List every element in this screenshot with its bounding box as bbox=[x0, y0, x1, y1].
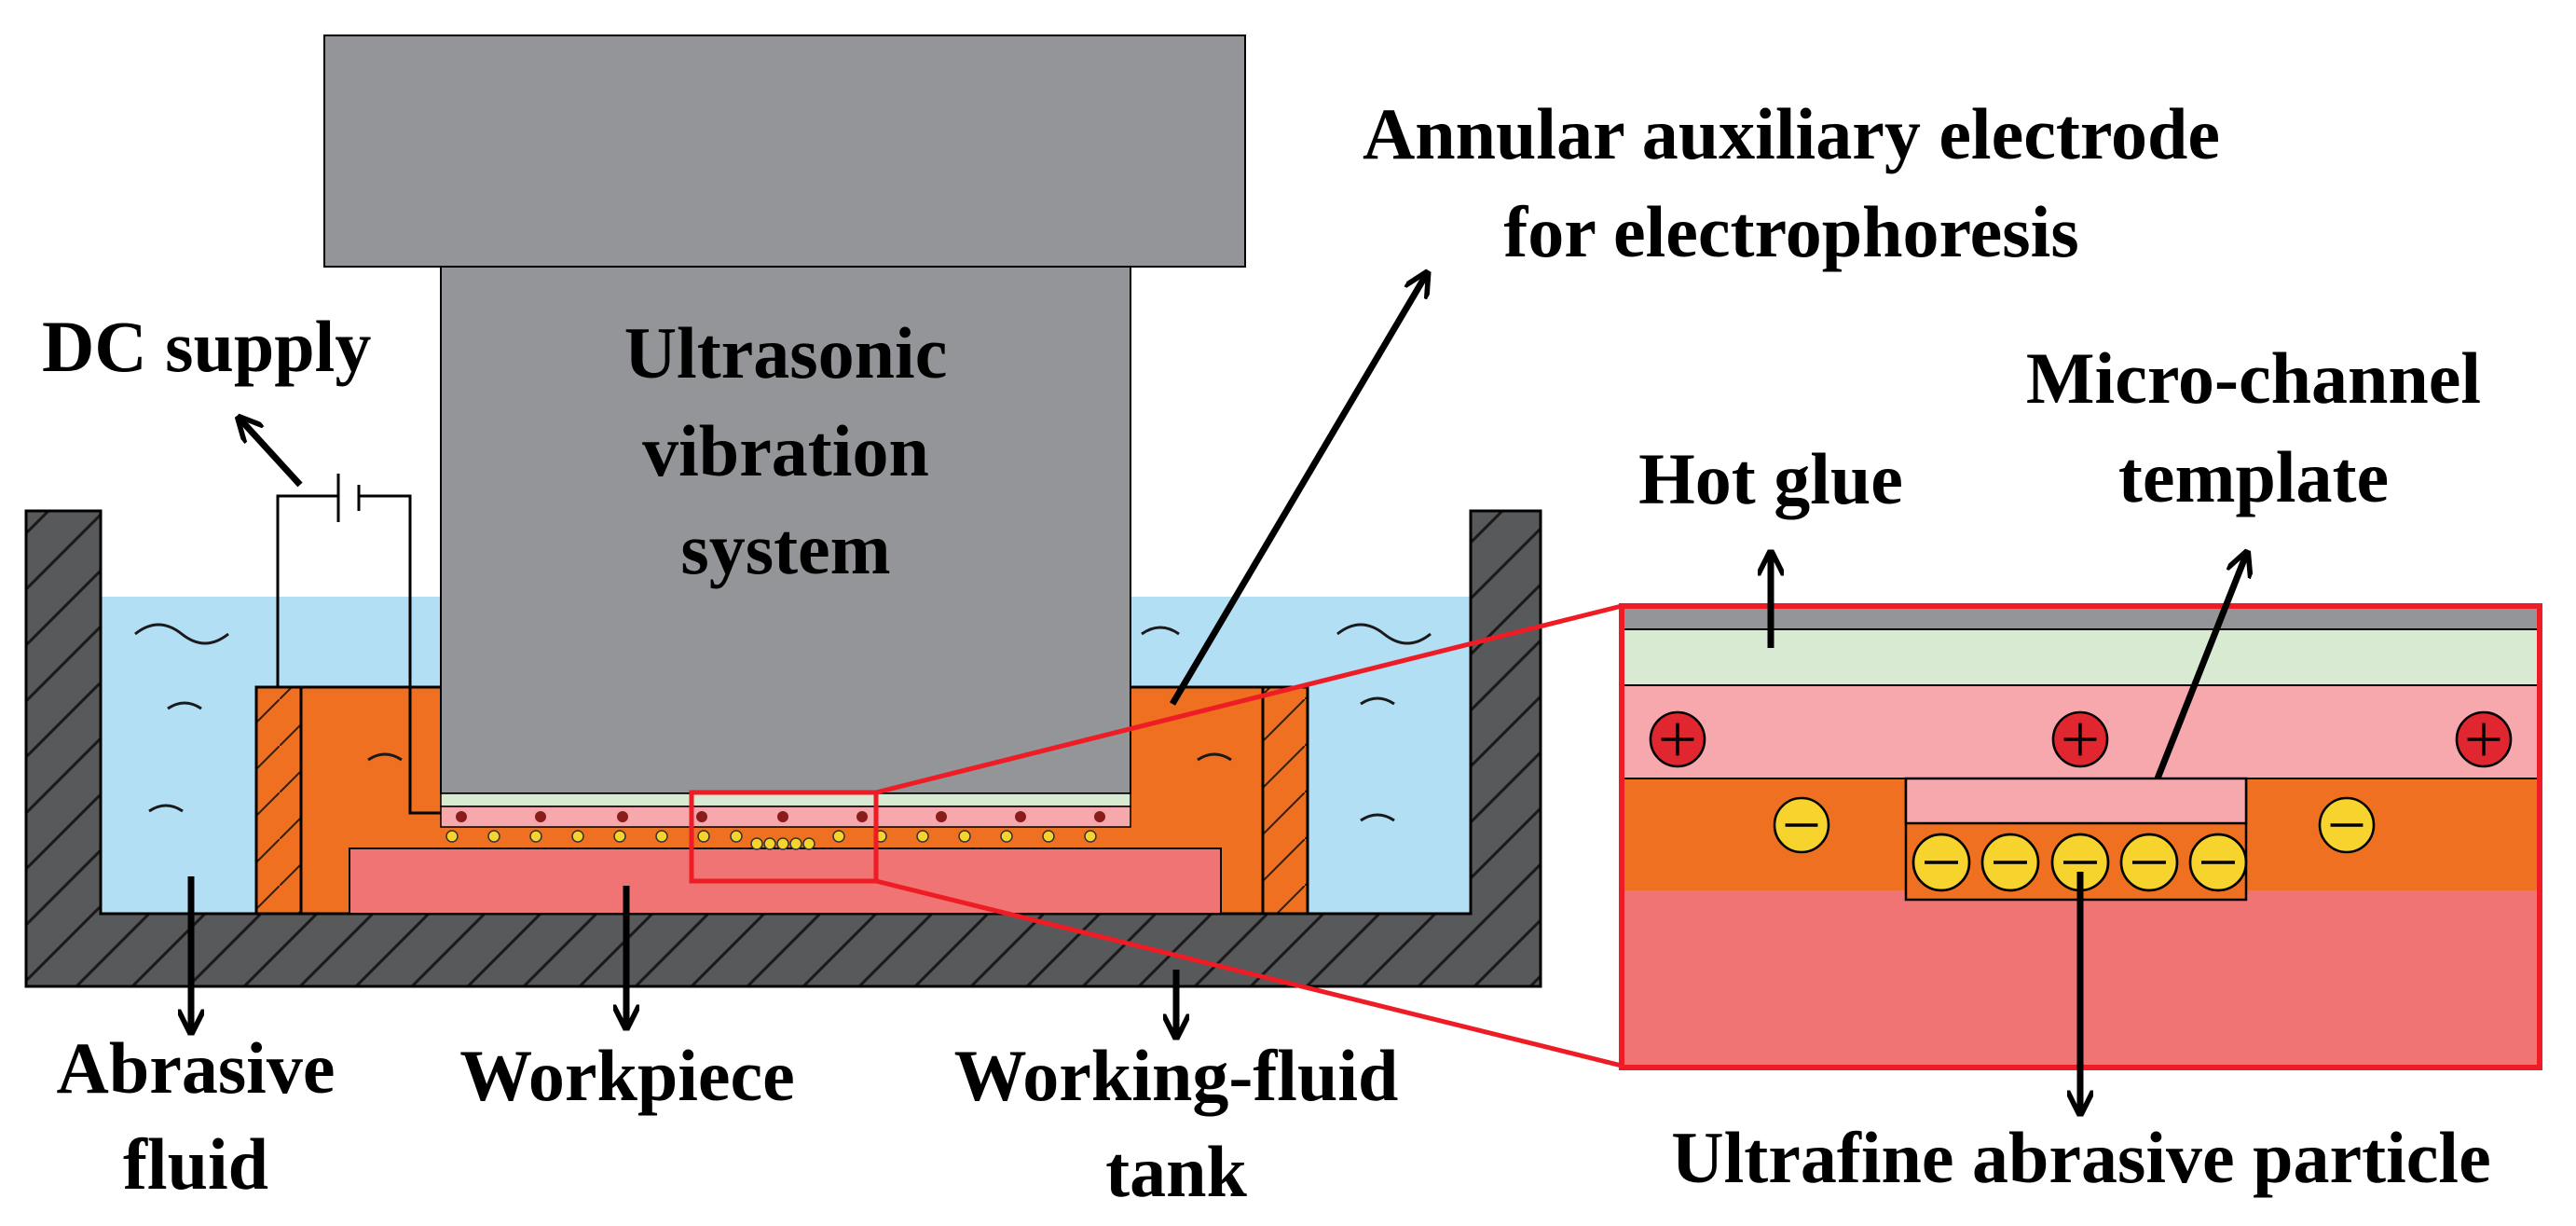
annular-electrode-label-line2: for electrophoresis bbox=[1503, 191, 2078, 272]
positive-particle bbox=[2051, 710, 2109, 768]
tank-label-line1: Working-fluid bbox=[954, 1035, 1399, 1116]
abrasive-fluid-label-line2: fluid bbox=[123, 1123, 268, 1205]
dc-circuit bbox=[276, 474, 441, 815]
positive-particle-dot bbox=[936, 811, 947, 822]
positive-particle-dot bbox=[856, 811, 868, 822]
micro-channel-arrow bbox=[2154, 555, 2246, 780]
positive-particle-dot bbox=[1015, 811, 1026, 822]
negative-particle-dot bbox=[1042, 830, 1055, 843]
channel-particle-dot bbox=[776, 837, 789, 850]
negative-particle-dot bbox=[958, 830, 971, 843]
abrasive-particle bbox=[1980, 833, 2040, 892]
micro-channel-label-line1: Micro-channel bbox=[2026, 337, 2481, 419]
abrasive-particle bbox=[1911, 833, 1971, 892]
working-fluid-tank-left-wall bbox=[254, 685, 303, 916]
negative-particle-dot bbox=[529, 830, 542, 843]
dc-supply-label: DC supply bbox=[42, 306, 371, 387]
negative-particle-dot bbox=[730, 830, 743, 843]
ultrasonic-horn-body bbox=[440, 266, 1131, 794]
ultrasonic-label-line3: system bbox=[680, 508, 890, 589]
channel-particle-dot bbox=[750, 837, 763, 850]
inset-channel-bump bbox=[1904, 777, 2248, 825]
dc-supply-arrow bbox=[240, 420, 303, 488]
ultrasonic-horn-top bbox=[323, 34, 1246, 268]
inset-horn-strip bbox=[1621, 605, 2541, 630]
positive-particle-dot bbox=[535, 811, 546, 822]
ultrasonic-label-line1: Ultrasonic bbox=[624, 312, 948, 393]
zoom-source-box bbox=[689, 790, 879, 884]
positive-particle-dot bbox=[617, 811, 628, 822]
hot-glue-label: Hot glue bbox=[1638, 438, 1903, 519]
inset-hot-glue bbox=[1621, 628, 2541, 686]
arrows bbox=[191, 275, 2246, 1111]
channel-particle-dot bbox=[802, 837, 815, 850]
fluid-waves bbox=[134, 623, 1432, 822]
negative-particle-dot bbox=[655, 830, 668, 843]
negative-particle-dot bbox=[445, 830, 459, 843]
micro-channel-label-line2: template bbox=[2118, 436, 2389, 517]
negative-particle-dot bbox=[571, 830, 584, 843]
inset-negative-particles bbox=[1773, 796, 2376, 892]
abrasive-fluid-label-line1: Abrasive bbox=[57, 1027, 336, 1109]
labels: DC supply Ultrasonic vibration system An… bbox=[42, 93, 2491, 1212]
workpiece-label: Workpiece bbox=[459, 1035, 795, 1116]
ultrasonic-label-line2: vibration bbox=[642, 410, 929, 491]
channel-particle-dot bbox=[789, 837, 802, 850]
negative-particle-dot bbox=[697, 830, 710, 843]
negative-particle bbox=[2318, 796, 2376, 854]
positive-particle-dot bbox=[777, 811, 788, 822]
negative-particle-dot bbox=[1084, 830, 1097, 843]
negative-particle-dot bbox=[1000, 830, 1013, 843]
hot-glue-layer-main bbox=[440, 792, 1131, 807]
inset-positive-particles bbox=[1649, 710, 2513, 768]
positive-particle-dot bbox=[1094, 811, 1105, 822]
negative-particles-main bbox=[445, 830, 1097, 850]
main-particles bbox=[445, 811, 1105, 850]
negative-particle-dot bbox=[916, 830, 929, 843]
annular-electrode-label-line1: Annular auxiliary electrode bbox=[1363, 93, 2220, 174]
channel-particle-dot bbox=[763, 837, 776, 850]
working-fluid-tank-right-wall bbox=[1261, 685, 1309, 916]
positive-particle-dot bbox=[456, 811, 467, 822]
negative-particle-dot bbox=[832, 830, 845, 843]
positive-particle-dot bbox=[696, 811, 707, 822]
positive-particles-main bbox=[456, 811, 1105, 822]
ultrafine-particle-label: Ultrafine abrasive particle bbox=[1671, 1117, 2490, 1198]
positive-particle bbox=[2455, 710, 2513, 768]
positive-particle bbox=[1649, 710, 1706, 768]
main-apparatus bbox=[24, 34, 1542, 988]
negative-particle bbox=[1773, 796, 1830, 854]
working-fluid-waves bbox=[367, 752, 1232, 762]
negative-particle-dot bbox=[613, 830, 626, 843]
tank-label-line2: tank bbox=[1105, 1131, 1247, 1212]
abrasive-particle bbox=[2119, 833, 2179, 892]
zoom-highlight bbox=[689, 603, 1623, 1068]
tank-wall bbox=[24, 509, 1542, 988]
annular-electrode-arrow bbox=[1169, 275, 1426, 706]
negative-particle-dot bbox=[487, 830, 500, 843]
abrasive-particle bbox=[2188, 833, 2248, 892]
